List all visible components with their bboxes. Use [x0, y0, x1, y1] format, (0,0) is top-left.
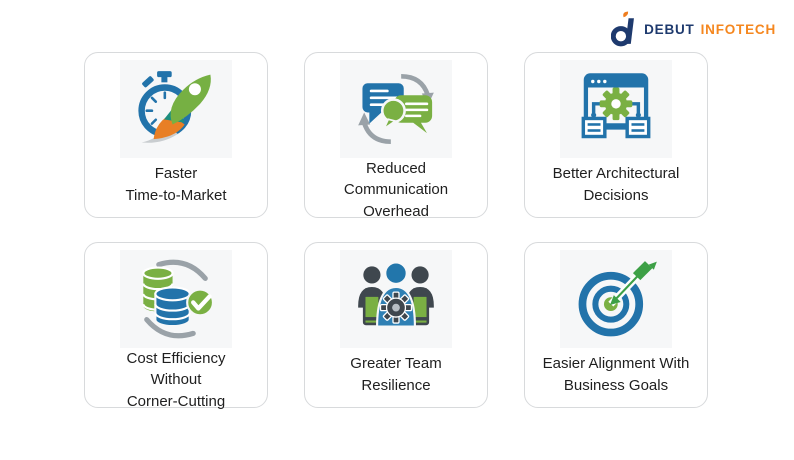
- label-wrap: Better Architectural Decisions: [529, 158, 703, 211]
- icon-box: [120, 60, 232, 158]
- brand-name-secondary: INFOTECH: [700, 21, 776, 37]
- icon-box: [340, 250, 452, 348]
- label-wrap: Easier Alignment With Business Goals: [529, 348, 703, 401]
- card-label: Reduced Communication Overhead: [343, 160, 449, 220]
- label-wrap: Reduced Communication Overhead: [309, 158, 483, 222]
- card-greater-team-resilience: Greater Team Resilience: [304, 242, 488, 408]
- card-label: Cost Efficiency Without Corner-Cutting: [126, 350, 226, 410]
- card-label: Faster Time-to-Market: [125, 165, 227, 204]
- debut-d-icon: [611, 11, 635, 47]
- brand-name-primary: DEBUT: [644, 21, 695, 37]
- icon-box: [560, 250, 672, 348]
- coins-checkmark-icon: [142, 259, 215, 339]
- card-label: Better Architectural Decisions: [552, 165, 680, 204]
- card-label: Greater Team Resilience: [350, 355, 442, 394]
- icon-box: [340, 60, 452, 158]
- brand-text: DEBUT INFOTECH: [644, 22, 776, 37]
- card-easier-alignment: Easier Alignment With Business Goals: [524, 242, 708, 408]
- label-wrap: Cost Efficiency Without Corner-Cutting: [89, 348, 263, 412]
- card-cost-efficiency: Cost Efficiency Without Corner-Cutting: [84, 242, 268, 410]
- card-reduced-communication-overhead: Reduced Communication Overhead: [304, 52, 488, 220]
- card-faster-time-to-market: Faster Time-to-Market: [84, 52, 268, 218]
- stopwatch-rocket-icon: [138, 71, 211, 143]
- target-arrow-icon: [578, 261, 657, 337]
- browser-gear-icon: [581, 73, 651, 139]
- card-label: Easier Alignment With Business Goals: [542, 355, 690, 394]
- card-better-architectural-decisions: Better Architectural Decisions: [524, 52, 708, 218]
- benefits-grid: Faster Time-to-Market: [84, 52, 708, 410]
- chat-exchange-icon: [358, 73, 434, 145]
- icon-box: [120, 250, 232, 348]
- label-wrap: Greater Team Resilience: [309, 348, 483, 401]
- brand-logo: DEBUT INFOTECH: [611, 10, 776, 48]
- icon-box: [560, 60, 672, 158]
- team-gear-icon: [358, 261, 434, 328]
- label-wrap: Faster Time-to-Market: [89, 158, 263, 211]
